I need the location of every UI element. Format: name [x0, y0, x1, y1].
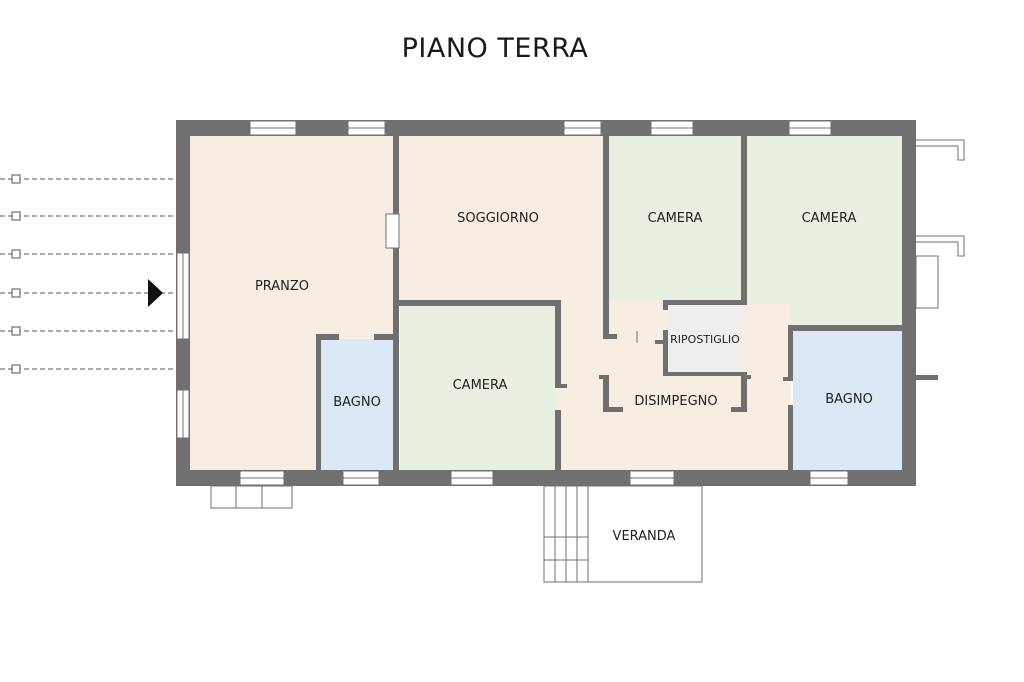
plan-title: PIANO TERRA — [402, 33, 589, 64]
entry-dashed-lines — [0, 174, 176, 374]
entry-line-marker — [11, 326, 21, 336]
camera-1-fill — [608, 136, 743, 304]
entry-line-marker — [11, 288, 21, 298]
room-label-ripostiglio: RIPOSTIGLIO — [670, 333, 740, 346]
room-label-veranda: VERANDA — [613, 529, 676, 544]
disimpegno-fill-2 — [746, 329, 791, 470]
room-label-camera-3: CAMERA — [453, 378, 508, 393]
room-fills — [190, 136, 902, 470]
room-label-bagno-1: BAGNO — [333, 395, 381, 410]
pranzo-steps — [210, 485, 293, 509]
entry-line-marker — [11, 174, 21, 184]
room-label-disimpegno: DISIMPEGNO — [634, 394, 717, 409]
windows-top — [249, 120, 832, 136]
bagno-1-fill — [321, 339, 394, 470]
entry-line-marker — [11, 211, 21, 221]
left-openings — [176, 252, 190, 439]
entry-line-marker — [11, 249, 21, 259]
right-balcony — [915, 139, 965, 380]
soggiorno-fill — [395, 136, 605, 304]
windows-bottom — [239, 470, 849, 486]
veranda-structure — [543, 485, 703, 583]
camera-2-fill — [746, 136, 902, 329]
room-label-soggiorno: SOGGIORNO — [457, 211, 539, 226]
room-label-camera-1: CAMERA — [648, 211, 703, 226]
interior-walls — [316, 136, 902, 470]
bagno-2-fill — [793, 331, 902, 470]
room-label-bagno-2: BAGNO — [825, 392, 873, 407]
entry-line-marker — [11, 364, 21, 374]
camera-3-fill — [400, 305, 557, 470]
ripostiglio-fill — [668, 305, 742, 373]
room-labels: PRANZO SOGGIORNO CAMERA CAMERA CAMERA BA… — [255, 211, 873, 544]
entrance-arrow-icon — [148, 279, 163, 307]
room-label-pranzo: PRANZO — [255, 279, 309, 294]
room-label-camera-2: CAMERA — [802, 211, 857, 226]
